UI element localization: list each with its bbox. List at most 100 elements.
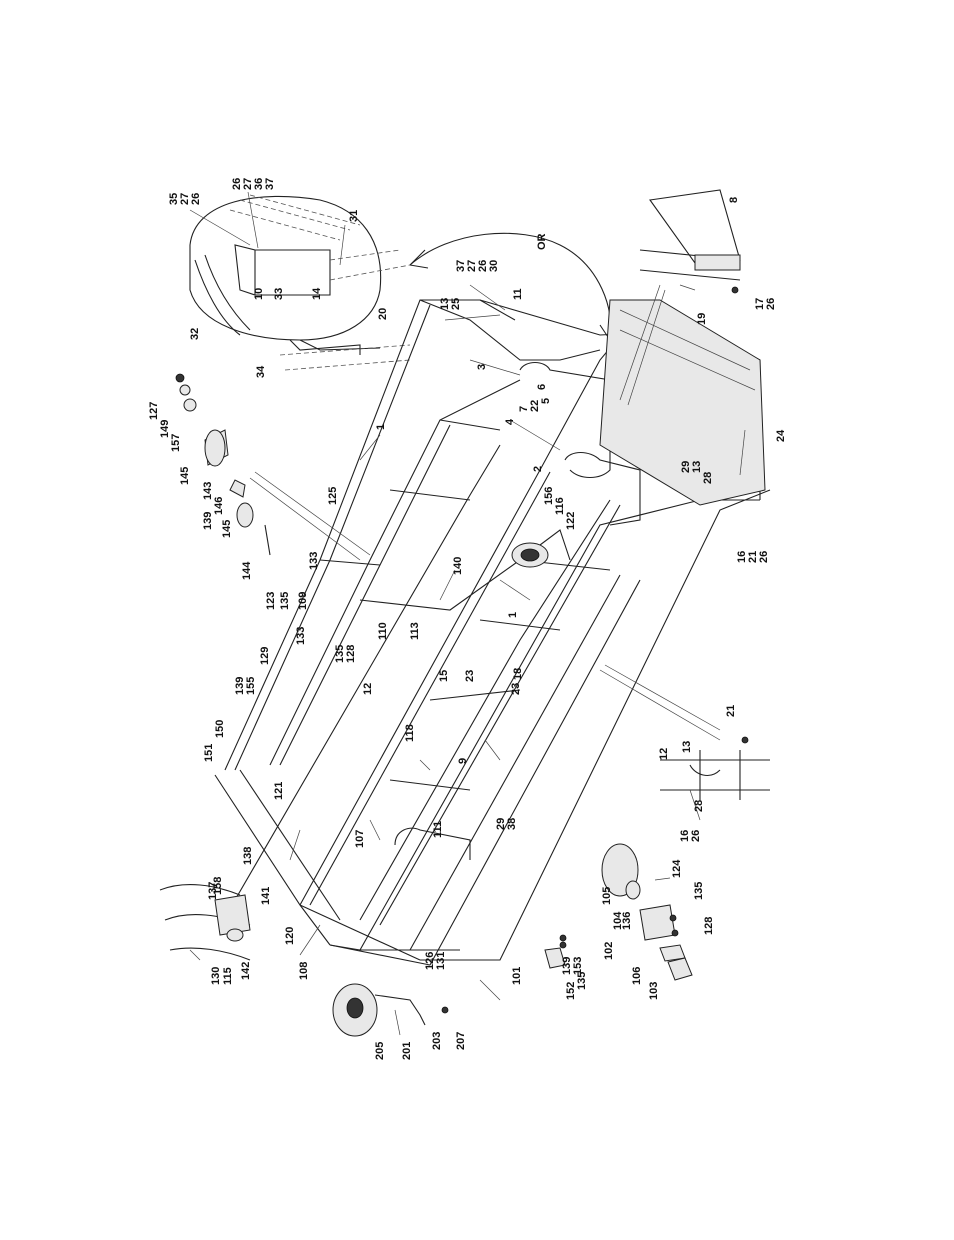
callout: 34 — [255, 365, 267, 378]
callout: 26 — [477, 260, 489, 272]
callout: 135 — [279, 592, 291, 610]
callout: 24 — [775, 429, 787, 442]
callout: 5 — [540, 398, 552, 404]
callout: 136 — [621, 912, 633, 930]
callout: 107 — [354, 830, 366, 848]
callout: 13 — [439, 298, 451, 310]
horn-assembly — [511, 529, 571, 568]
callout: 1 — [507, 612, 519, 618]
callout: 102 — [603, 942, 615, 960]
callout: 201 — [401, 1042, 413, 1060]
callout: 106 — [631, 967, 643, 985]
callout: 35 — [168, 193, 180, 205]
callout: 152 — [565, 982, 577, 1000]
callout: 122 — [565, 512, 577, 530]
callout: 118 — [404, 724, 416, 742]
callout: 3 — [476, 364, 488, 370]
callout: 146 — [213, 497, 225, 515]
callout: 128 — [703, 917, 715, 935]
callout: 115 — [222, 967, 234, 985]
callout: 205 — [374, 1042, 386, 1060]
callout-labels: OR 35 27 26 26 27 36 37 31 32 10 33 14 2… — [148, 178, 787, 1060]
callout: 157 — [170, 434, 182, 452]
callout: 37 — [264, 178, 276, 190]
callout: 104 — [612, 911, 624, 930]
callout: 145 — [221, 520, 233, 538]
callout: 26 — [190, 193, 202, 205]
callout: 23 — [464, 670, 476, 682]
callout: 105 — [601, 887, 613, 905]
callout: 1 — [375, 424, 387, 430]
callout: 207 — [455, 1032, 467, 1050]
callout: 133 — [308, 552, 320, 570]
detail-circle-view — [189, 194, 411, 371]
callout: 120 — [284, 927, 296, 945]
callout: 139 — [202, 512, 214, 530]
callout: 144 — [241, 561, 253, 580]
callout: 11 — [512, 288, 524, 300]
callout: 130 — [210, 967, 222, 985]
callout: 10 — [253, 288, 265, 300]
callout: 158 — [212, 877, 224, 895]
callout: 138 — [242, 847, 254, 865]
callout: 111 — [432, 821, 444, 838]
bottom-bracket-detail — [660, 736, 770, 821]
callout: 32 — [189, 328, 201, 340]
callout: 143 — [202, 482, 214, 500]
callout: 36 — [253, 178, 265, 190]
callout: 19 — [696, 313, 708, 325]
horn-205 — [332, 983, 449, 1037]
callout: 37 — [455, 260, 467, 272]
callout: 22 — [529, 400, 541, 412]
callout: 14 — [311, 287, 323, 300]
callout: 141 — [260, 887, 272, 905]
callout: 17 — [754, 298, 766, 310]
callout: 145 — [179, 467, 191, 485]
callout: 6 — [536, 384, 548, 390]
callout: 16 — [736, 551, 748, 563]
callout: 29 — [680, 461, 692, 473]
callout: 203 — [431, 1032, 443, 1050]
callout: 156 — [543, 487, 555, 505]
callout: 126 — [424, 952, 436, 970]
callout: 26 — [765, 298, 777, 310]
callout: 21 — [725, 705, 737, 717]
or-label: OR — [536, 233, 548, 250]
gate-latch-bracket — [639, 189, 741, 294]
callout: 4 — [504, 418, 516, 425]
callout: 142 — [240, 962, 252, 980]
callout: 29 — [495, 818, 507, 830]
callout: 124 — [671, 859, 683, 878]
callout: 2 — [532, 466, 544, 472]
callout: 139 — [234, 677, 246, 695]
callout: 12 — [658, 748, 670, 760]
callout: 12 — [362, 683, 374, 695]
callout: 128 — [345, 645, 357, 663]
callout: 129 — [259, 647, 271, 665]
cage-frame — [214, 284, 771, 966]
callout: 131 — [435, 952, 447, 970]
callout: 15 — [438, 670, 450, 682]
floor-pad-parts — [601, 843, 693, 981]
callout: 101 — [511, 967, 523, 985]
callout: 133 — [295, 627, 307, 645]
callout: 9 — [457, 758, 469, 764]
left-bracket-detail — [159, 884, 251, 961]
callout: 33 — [273, 288, 285, 300]
callout: 103 — [648, 982, 660, 1000]
callout: 26 — [231, 178, 243, 190]
callout: 13 — [691, 461, 703, 473]
callout: 123 — [265, 592, 277, 610]
callout: 127 — [148, 402, 160, 420]
leader-lines — [189, 191, 746, 1001]
callout: 140 — [452, 557, 464, 575]
callout: 110 — [377, 622, 389, 640]
anchor-152 — [544, 934, 567, 969]
callout: 26 — [758, 551, 770, 563]
callout: 116 — [554, 497, 566, 515]
callout: 16 — [679, 830, 691, 842]
callout: 151 — [203, 744, 215, 762]
callout: 135 — [576, 972, 588, 990]
